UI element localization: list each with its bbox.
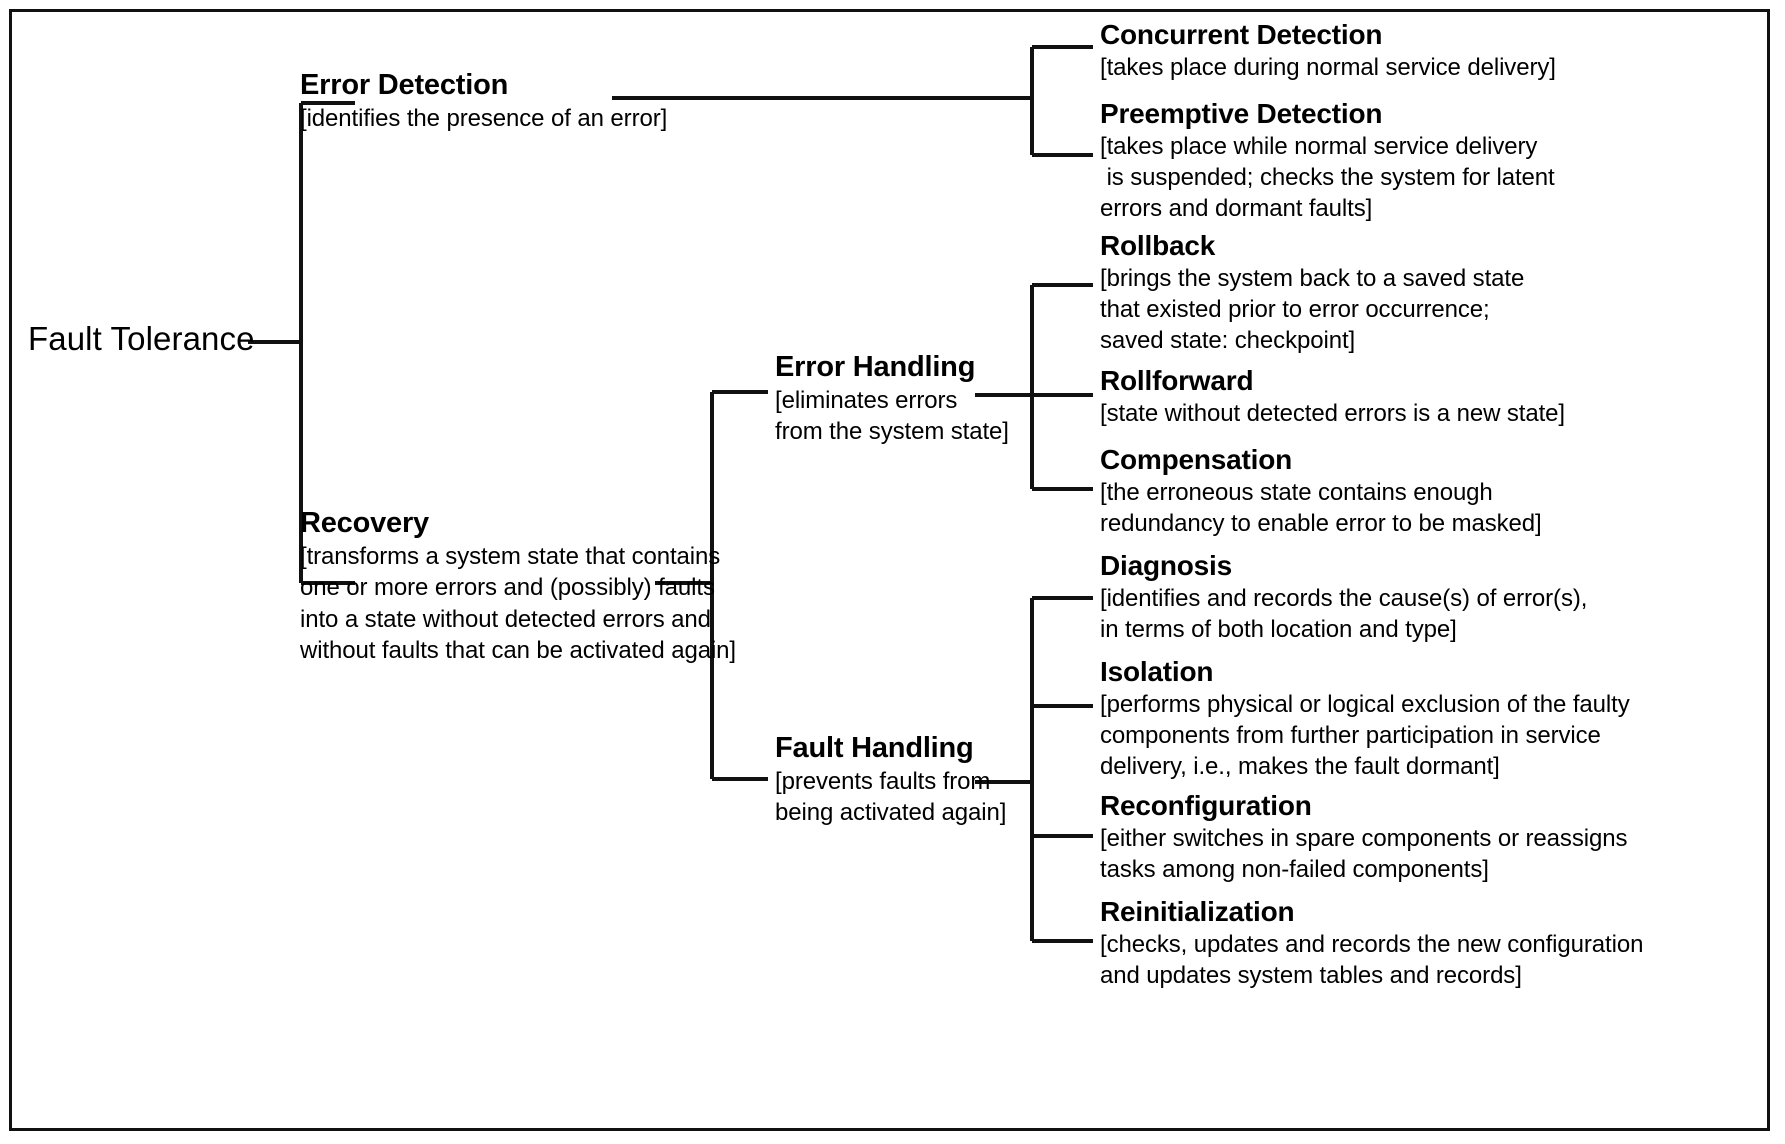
node-fault-handling-desc: [prevents faults from being activated ag…: [775, 768, 1007, 827]
node-reconfiguration[interactable]: Reconfiguration [either switches in spar…: [1100, 791, 1627, 885]
node-error-detection-title: Error Detection: [300, 69, 509, 101]
node-rollforward-title: Rollforward: [1100, 365, 1254, 396]
node-reinitialization-title: Reinitialization: [1100, 896, 1295, 927]
node-fault-handling-title: Fault Handling: [775, 732, 974, 764]
node-reconfiguration-title: Reconfiguration: [1100, 790, 1312, 821]
node-diagnosis-desc: [identifies and records the cause(s) of …: [1100, 585, 1588, 644]
node-error-detection[interactable]: Error Detection [identifies the presence…: [300, 70, 667, 134]
root-label: Fault Tolerance: [28, 320, 255, 357]
node-concurrent-detection-desc: [takes place during normal service deliv…: [1100, 54, 1556, 82]
node-error-handling-desc: [eliminates errors from the system state…: [775, 387, 1009, 446]
node-reconfiguration-desc: [either switches in spare components or …: [1100, 825, 1628, 884]
node-recovery-desc: [transforms a system state that contains…: [300, 543, 736, 664]
node-recovery[interactable]: Recovery [transforms a system state that…: [300, 508, 736, 666]
node-rollback-desc: [brings the system back to a saved state…: [1100, 265, 1525, 355]
node-compensation-title: Compensation: [1100, 444, 1293, 475]
node-rollforward[interactable]: Rollforward [state without detected erro…: [1100, 366, 1565, 429]
node-concurrent-detection-title: Concurrent Detection: [1100, 19, 1383, 50]
node-preemptive-detection-desc: [takes place while normal service delive…: [1100, 133, 1555, 223]
node-isolation-title: Isolation: [1100, 656, 1214, 687]
node-reinitialization[interactable]: Reinitialization [checks, updates and re…: [1100, 897, 1643, 991]
node-diagnosis[interactable]: Diagnosis [identifies and records the ca…: [1100, 551, 1587, 645]
node-fault-tolerance[interactable]: Fault Tolerance: [28, 320, 255, 358]
node-isolation-desc: [performs physical or logical exclusion …: [1100, 691, 1630, 781]
node-preemptive-detection-title: Preemptive Detection: [1100, 98, 1383, 129]
node-rollforward-desc: [state without detected errors is a new …: [1100, 400, 1565, 428]
node-isolation[interactable]: Isolation [performs physical or logical …: [1100, 657, 1630, 783]
node-rollback[interactable]: Rollback [brings the system back to a sa…: [1100, 231, 1524, 357]
node-error-detection-desc: [identifies the presence of an error]: [300, 105, 668, 133]
node-compensation-desc: [the erroneous state contains enough red…: [1100, 479, 1542, 538]
node-error-handling[interactable]: Error Handling [eliminates errors from t…: [775, 352, 1009, 448]
node-concurrent-detection[interactable]: Concurrent Detection [takes place during…: [1100, 20, 1556, 83]
node-error-handling-title: Error Handling: [775, 351, 976, 383]
node-recovery-title: Recovery: [300, 507, 429, 539]
node-preemptive-detection[interactable]: Preemptive Detection [takes place while …: [1100, 99, 1555, 225]
node-diagnosis-title: Diagnosis: [1100, 550, 1233, 581]
node-rollback-title: Rollback: [1100, 230, 1216, 261]
node-fault-handling[interactable]: Fault Handling [prevents faults from bei…: [775, 733, 1006, 829]
node-compensation[interactable]: Compensation [the erroneous state contai…: [1100, 445, 1542, 539]
node-reinitialization-desc: [checks, updates and records the new con…: [1100, 931, 1644, 990]
